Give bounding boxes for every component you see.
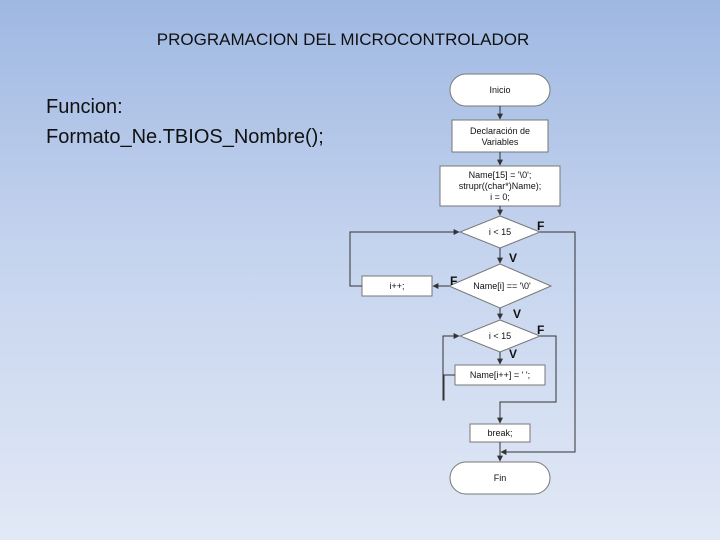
declaration-label-1: Declaración de [470, 126, 530, 136]
initialization-box [439, 165, 561, 207]
function-name: Formato_Ne.TBIOS_Nombre(); [46, 126, 324, 148]
declaration-label-2: Variables [482, 137, 519, 147]
cond3-true-flag: V [509, 347, 517, 361]
cond1-label: i < 15 [489, 227, 511, 237]
function-label: Funcion: [46, 96, 123, 118]
connector-cond1-false [500, 231, 576, 455]
start-label: Inicio [489, 85, 510, 95]
declaration-box [451, 119, 549, 153]
connector-cond3-false [497, 335, 557, 424]
init-label-2: strupr((char*)Name); [459, 181, 542, 191]
cond2-true-flag: V [513, 307, 521, 321]
assign-label: Name[i++] = ' '; [470, 370, 530, 380]
connector-loop-back [349, 229, 460, 287]
end-terminal [449, 461, 551, 495]
slide-title: PROGRAMACION DEL MICROCONTROLADOR [156, 30, 530, 49]
cond1-true-flag: V [509, 251, 517, 265]
increment-label: i++; [389, 281, 404, 291]
cond1-false-flag: F [537, 219, 544, 233]
break-label: break; [487, 428, 512, 438]
cond3-label: i < 15 [489, 331, 511, 341]
init-label-1: Name[15] = '\0'; [469, 170, 532, 180]
connector-fill-loop [442, 333, 460, 401]
cond2-false-flag: F [450, 274, 457, 288]
cond2-label: Name[i] == '\0' [473, 281, 531, 291]
end-label: Fin [494, 473, 507, 483]
cond3-false-flag: F [537, 323, 544, 337]
init-label-3: i = 0; [490, 192, 510, 202]
